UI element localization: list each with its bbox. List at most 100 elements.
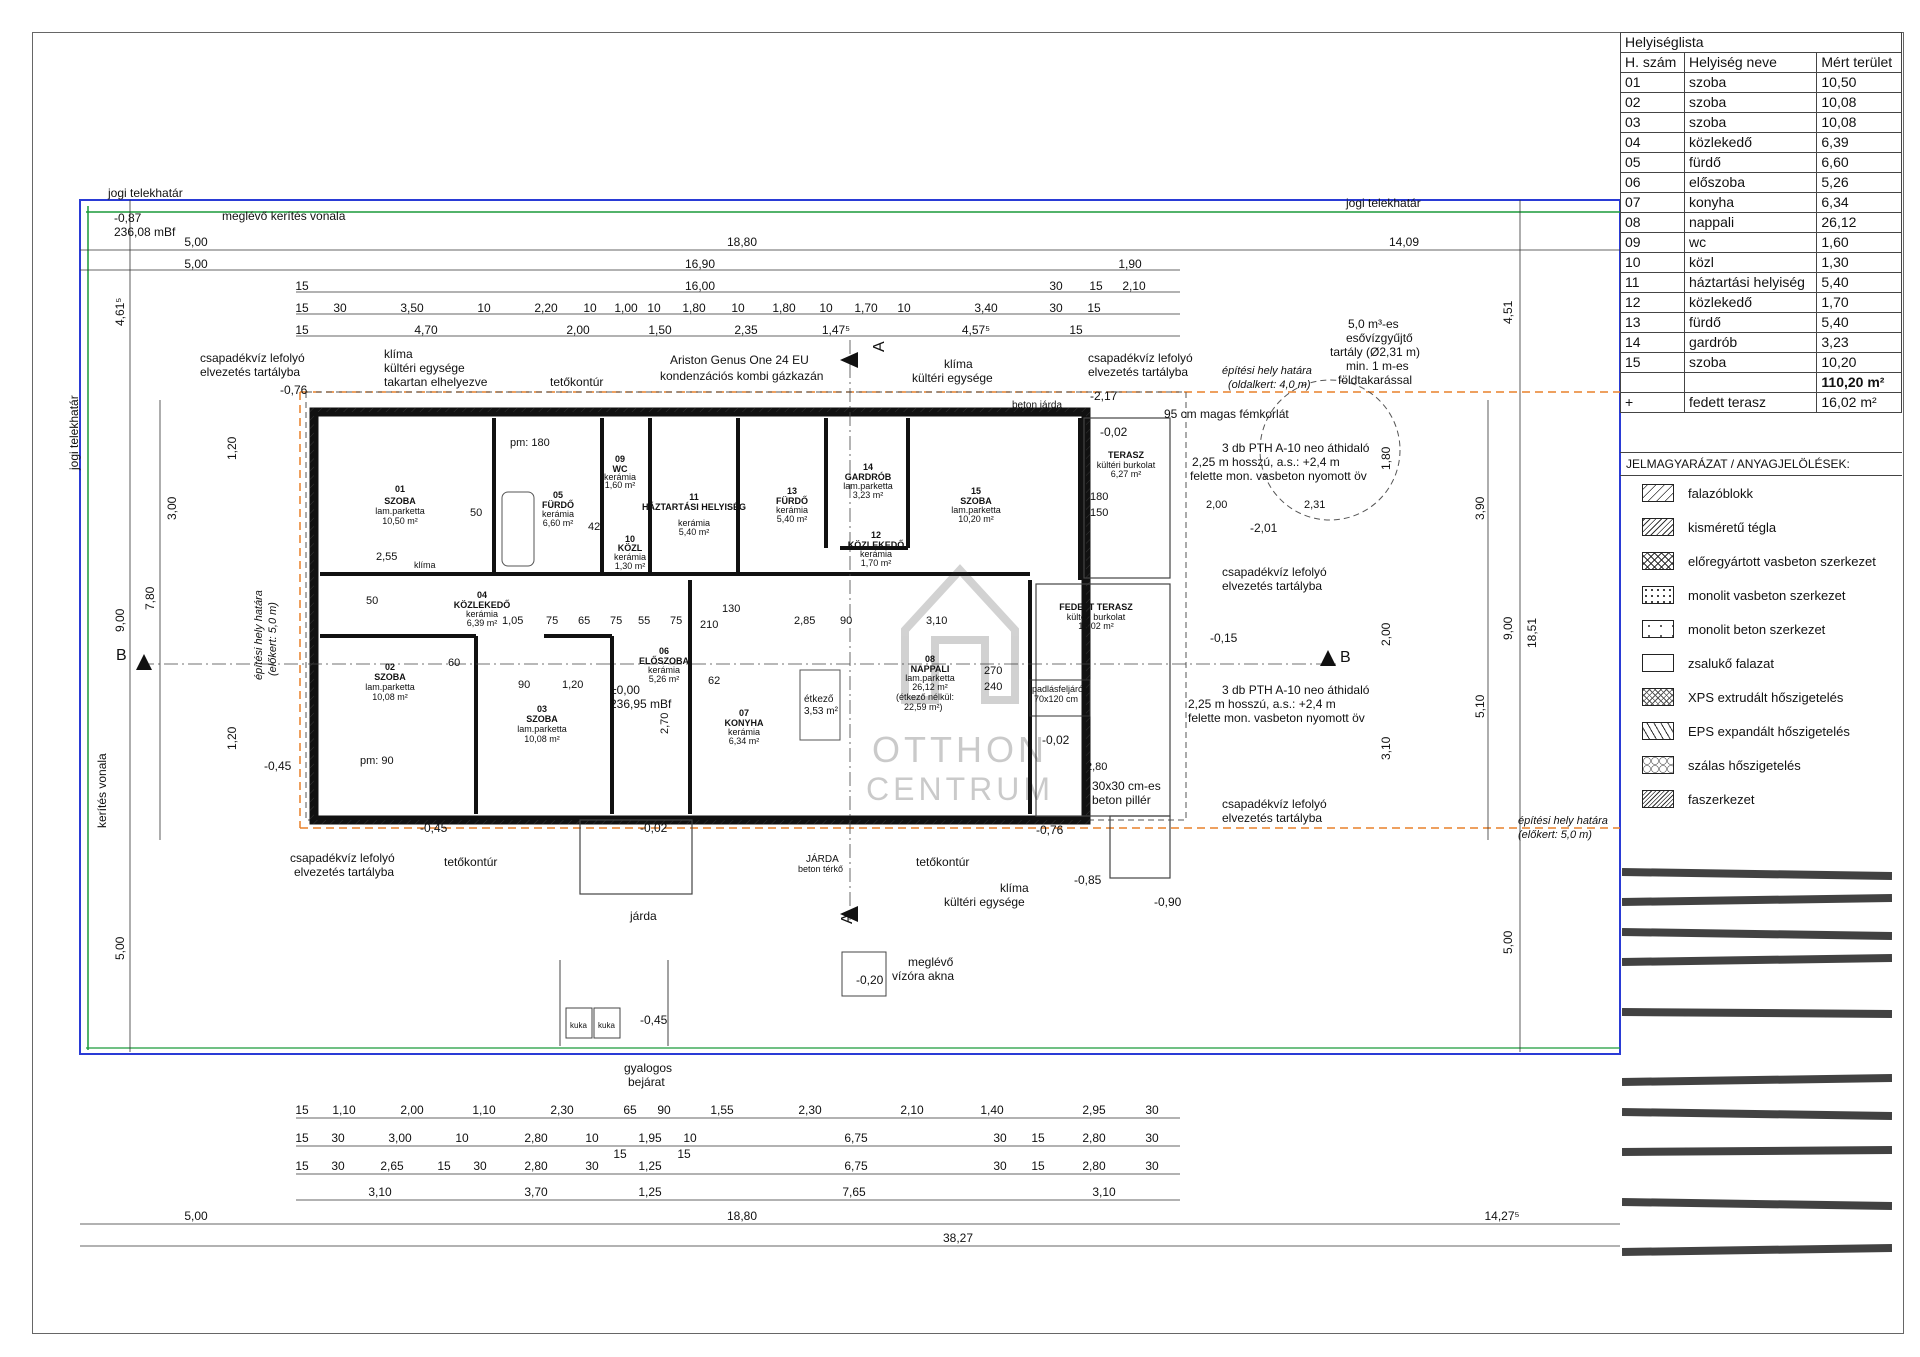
room-list-title: Helyiséglista (1620, 32, 1902, 53)
trash-1: kuka (570, 1021, 587, 1030)
dim-top-4-1: 30 (333, 301, 347, 315)
room-13-name: FÜRDŐ (776, 495, 808, 506)
dim-top-1-b: 18,80 (727, 235, 757, 249)
room-10-floor: kerámia (614, 552, 646, 562)
room-05-num: 05 (553, 490, 563, 500)
misc-dim-29: klíma (414, 560, 436, 570)
living-note: (étkező nélkül: (896, 692, 954, 702)
dim-bot-3-8: 1,25 (638, 1159, 662, 1173)
lintel-2a: 3 db PTH A-10 neo áthidaló (1222, 683, 1370, 697)
lintel-1c: felette mon. vasbeton nyomott öv (1190, 469, 1367, 483)
roof-contour-top: tetőkontúr (550, 375, 603, 389)
entry-level: ±0,00 (610, 683, 640, 697)
room-15-floor: lam.parketta (951, 505, 1001, 515)
dim-top-4-3: 10 (477, 301, 491, 315)
gutter-3a: csapadékvíz lefolyó (1222, 565, 1327, 579)
dining: étkező (804, 694, 834, 705)
ac-1b: kültéri egysége (384, 361, 465, 375)
trash-bin-1 (565, 1007, 593, 1039)
legend-title: JELMAGYARÁZAT / ANYAGJELÖLÉSEK: (1620, 452, 1902, 476)
legend-swatch (1642, 790, 1674, 808)
dim-bot-4-1: 3,70 (524, 1185, 548, 1199)
bathtub (501, 491, 535, 567)
dim-top-5-3: 1,50 (648, 323, 672, 337)
room-15-name: SZOBA (960, 496, 992, 506)
section-a-bottom: A (839, 913, 856, 924)
legend-item: kisméretű tégla (1620, 510, 1902, 544)
room-04-floor: kerámia (466, 609, 498, 619)
dim-top-2-a: 5,00 (184, 257, 208, 271)
dim-top-4-11: 10 (819, 301, 833, 315)
misc-dim-26: 210 (700, 619, 718, 631)
room-12-area: 1,70 m² (861, 558, 892, 568)
legend-item: EPS expandált hőszigetelés (1620, 714, 1902, 748)
level-6: -0,02 (1042, 733, 1070, 747)
room-08-area: 26,12 m² (912, 682, 948, 692)
dim-right-6: 2,00 (1379, 622, 1393, 646)
ac-1a: klíma (384, 347, 413, 361)
room-14-area: 3,23 m² (853, 490, 884, 500)
gutter-5b: elvezetés tartályba (294, 865, 394, 879)
dim-top-1-a: 5,00 (184, 235, 208, 249)
gutter-2b: elvezetés tartályba (1088, 365, 1188, 379)
legend-item: falazóblokk (1620, 476, 1902, 510)
section-arrow-b-left (136, 654, 152, 670)
dim-bot-1-2: 2,00 (400, 1103, 424, 1117)
misc-dim-11: 2,85 (794, 615, 815, 627)
misc-dim-13: 3,10 (926, 615, 947, 627)
dim-top-4-2: 3,50 (400, 301, 424, 315)
room-12-name: KÖZLEKEDŐ (848, 539, 905, 550)
entry-mbf: 236,95 mBf (610, 697, 672, 711)
gutter-1a: csapadékvíz lefolyó (200, 351, 305, 365)
misc-dim-10: 90 (518, 679, 530, 691)
legend-swatch (1642, 552, 1674, 570)
room-12-num: 12 (871, 530, 881, 540)
dim-bot-2-4: 2,80 (524, 1131, 548, 1145)
dim-right-8: 3,90 (1473, 496, 1487, 520)
level-11: -0,45 (420, 821, 448, 835)
dim-bot-3-0: 15 (295, 1159, 309, 1173)
level-14: -0,45 (640, 1013, 668, 1027)
dim-top-3-c: 30 (1049, 279, 1063, 293)
walkway-sub: beton térkő (798, 864, 843, 874)
entrance-steps (579, 819, 693, 895)
dim-right-5: 1,80 (1379, 446, 1393, 470)
dim-bot-1-12: 30 (1145, 1103, 1159, 1117)
railing: 95 cm magas fémkorlát (1164, 407, 1289, 421)
top-boundary-label-right: jogi telekhatár (1345, 196, 1421, 210)
dim-bot-3-4: 30 (473, 1159, 487, 1173)
misc-dim-8: 75 (670, 615, 682, 627)
dim-top-5-5: 1,47⁵ (822, 323, 850, 337)
misc-dim-1: 50 (470, 507, 482, 519)
legend-swatch (1642, 756, 1674, 774)
dim-left-5: 3,00 (165, 496, 179, 520)
dim-bot-2-10: 15 (1031, 1131, 1045, 1145)
legend-item: monolit beton szerkezet (1620, 612, 1902, 646)
misc-dim-16: 240 (984, 681, 1002, 693)
room-01-name: SZOBA (384, 496, 416, 506)
level-7: -0,76 (1036, 823, 1064, 837)
section-arrow-a-top (840, 352, 858, 368)
dim-bot-3-5: 2,80 (524, 1159, 548, 1173)
room-15-area: 10,20 m² (958, 514, 994, 524)
dim-left-4: 7,80 (143, 586, 157, 610)
attic-size: 70x120 cm (1034, 694, 1078, 704)
gutter-2a: csapadékvíz lefolyó (1088, 351, 1193, 365)
roof-contour (305, 391, 1187, 821)
section-arrow-b-right (1320, 650, 1336, 666)
level-12: -0,02 (640, 821, 668, 835)
exterior-wall-fill (310, 408, 1090, 824)
water-meter-pit (841, 951, 887, 997)
room-list-total-row: 110,20 m² (1620, 372, 1902, 393)
dim-bot-5-1: 18,80 (727, 1209, 757, 1223)
dim-top-5-0: 15 (295, 323, 309, 337)
dim-top-4-4: 2,20 (534, 301, 558, 315)
misc-dim-17: 2,80 (1086, 761, 1107, 773)
misc-dim-2: 60 (448, 657, 460, 669)
legend-item: faszerkezet (1620, 782, 1902, 816)
attic-hatch (1029, 679, 1091, 717)
misc-dim-24: 42 (588, 521, 600, 533)
room-01-area: 10,50 m² (382, 516, 418, 526)
